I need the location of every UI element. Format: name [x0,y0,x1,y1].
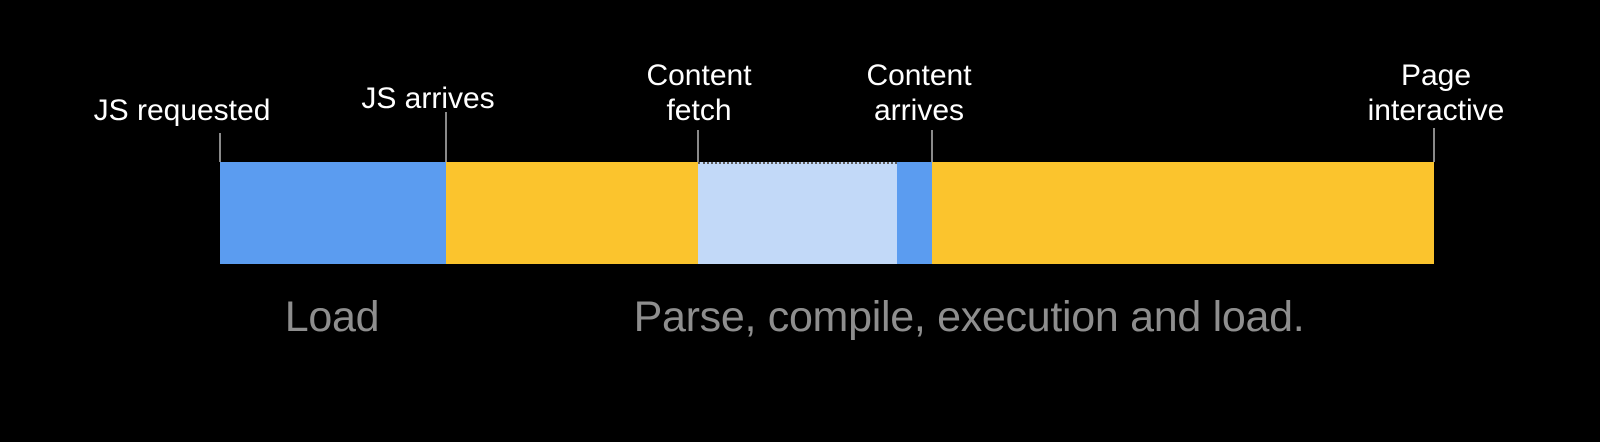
marker-label-js-arrives: JS arrives [361,81,494,116]
marker-label-line: JS arrives [361,82,495,115]
tick-content-arrives [931,130,933,162]
marker-label-page-interactive: Page interactive [1368,58,1505,128]
segment-to-page-interactive [932,162,1434,264]
marker-label-js-requested: JS requested [94,93,271,128]
tick-js-requested [219,133,221,162]
tick-js-arrives [445,112,447,162]
marker-label-content-fetch: Content fetch [646,58,751,128]
tick-content-fetch [697,130,699,162]
tick-page-interactive [1433,128,1435,162]
marker-label-line: Page [1400,59,1472,92]
marker-label-content-arrives: Content arrives [866,58,971,128]
segment-js-requested-to-js-arrives [220,162,446,264]
phase-label-parse-compile-execution-load: Parse, compile, execution and load. [633,293,1305,341]
segment-content-fetch-to-content-arrives [698,162,897,264]
marker-label-line: interactive [1367,94,1505,127]
segment-content-arrives-gap [897,162,932,264]
segment-js-arrives-to-content-fetch [446,162,698,264]
marker-label-line: Content [646,59,752,92]
phase-label-load: Load [284,293,380,341]
marker-label-line: arrives [873,94,965,127]
marker-label-line: fetch [666,94,732,127]
marker-label-line: JS requested [93,94,271,127]
marker-label-line: Content [866,59,972,92]
